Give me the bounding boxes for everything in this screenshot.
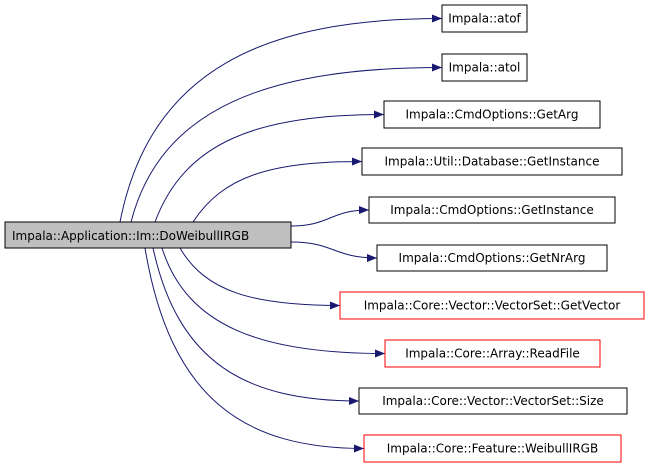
callee-node-box <box>339 291 645 320</box>
callee-node-label: Impala::Util::Database::GetInstance <box>385 155 600 169</box>
callee-node-label: Impala::CmdOptions::GetArg <box>406 108 579 122</box>
root-node[interactable]: Impala::Application::Im::DoWeibullIRGB <box>4 221 292 249</box>
callee-node-label: Impala::Core::Vector::VectorSet::GetVect… <box>364 299 621 313</box>
call-edge <box>161 247 386 358</box>
callee-node[interactable]: Impala::CmdOptions::GetArg <box>383 100 601 129</box>
root-node-label: Impala::Application::Im::DoWeibullIRGB <box>12 229 249 243</box>
edge-layer <box>119 14 443 453</box>
call-edge <box>290 241 378 262</box>
callee-node-box <box>441 4 528 33</box>
callee-node-box <box>383 100 601 129</box>
callee-node-box <box>384 339 601 368</box>
callee-node[interactable]: Impala::CmdOptions::GetNrArg <box>376 244 608 272</box>
callee-node[interactable]: Impala::Core::Array::ReadFile <box>384 339 601 368</box>
callee-node-box <box>358 387 628 415</box>
call-edge <box>152 247 360 405</box>
callee-node-label: Impala::atol <box>449 61 521 75</box>
call-edge <box>144 247 365 453</box>
callee-node-box <box>361 147 623 176</box>
callee-node[interactable]: Impala::atol <box>441 53 528 82</box>
call-edge <box>192 157 363 223</box>
callee-node-box <box>376 244 608 272</box>
callee-node-label: Impala::atof <box>448 12 521 26</box>
call-edge <box>179 247 341 310</box>
callee-node[interactable]: Impala::Util::Database::GetInstance <box>361 147 623 176</box>
callee-node-box <box>363 434 622 463</box>
callee-node[interactable]: Impala::Core::Vector::VectorSet::Size <box>358 387 628 415</box>
call-edge <box>119 14 443 223</box>
node-layer: Impala::Application::Im::DoWeibullIRGB I… <box>4 4 645 463</box>
callee-node-box <box>441 53 528 82</box>
callee-node-box <box>368 196 616 224</box>
call-edge <box>154 110 385 223</box>
call-edge <box>130 63 443 223</box>
callee-node-label: Impala::CmdOptions::GetInstance <box>390 203 593 217</box>
callee-node[interactable]: Impala::Core::Feature::WeibullIRGB <box>363 434 622 463</box>
callee-node-label: Impala::Core::Feature::WeibullIRGB <box>387 442 598 456</box>
callee-node[interactable]: Impala::Core::Vector::VectorSet::GetVect… <box>339 291 645 320</box>
callee-node[interactable]: Impala::atof <box>441 4 528 33</box>
root-node-box <box>4 221 292 249</box>
callee-node-label: Impala::CmdOptions::GetNrArg <box>399 251 586 265</box>
callee-node[interactable]: Impala::CmdOptions::GetInstance <box>368 196 616 224</box>
callee-node-label: Impala::Core::Vector::VectorSet::Size <box>382 394 604 408</box>
call-edge <box>290 206 370 227</box>
callee-node-label: Impala::Core::Array::ReadFile <box>405 347 580 361</box>
